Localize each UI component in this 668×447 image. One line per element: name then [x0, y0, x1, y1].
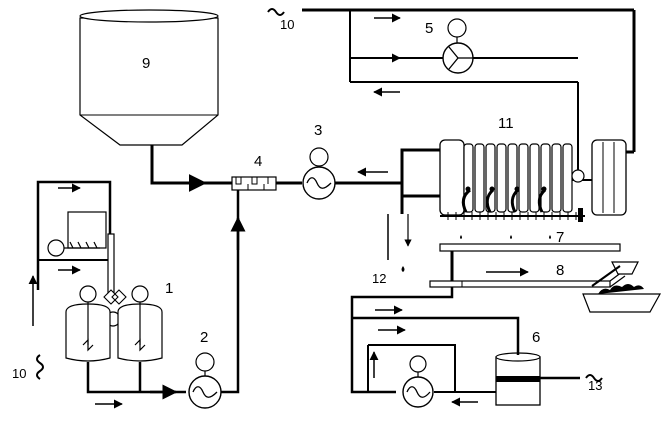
- pump-2: [188, 352, 222, 409]
- label-3: 3: [314, 122, 322, 139]
- label-2: 2: [200, 329, 208, 346]
- label-5: 5: [425, 20, 433, 37]
- water-source-symbol-top: [267, 8, 285, 16]
- drip-drops: [401, 235, 551, 272]
- water-source-symbol-left: [36, 354, 44, 380]
- water-source-symbol-right: [585, 374, 603, 382]
- hopper-9: [79, 9, 219, 146]
- pump-recirculation: [402, 355, 434, 408]
- label-4: 4: [254, 153, 262, 170]
- recirculation-circuit: [350, 287, 520, 407]
- pump-5: [442, 18, 474, 74]
- label-1: 1: [165, 280, 173, 297]
- label-10-top: 10: [280, 17, 294, 32]
- filter-press-11: [439, 139, 627, 222]
- pump-3: [302, 147, 336, 200]
- label-11: 11: [498, 115, 514, 132]
- filtrate-tray-7: [387, 214, 621, 260]
- tank-outlet-lines: [86, 362, 186, 409]
- label-7: 7: [556, 229, 564, 246]
- reaction-tanks-1: [65, 285, 163, 362]
- water-circuit: [302, 8, 636, 170]
- cake-bin: [582, 284, 662, 313]
- conveyor-8: [429, 251, 639, 288]
- static-mixer-4: [231, 176, 277, 191]
- tank-6: [495, 352, 541, 406]
- label-8: 8: [556, 262, 564, 279]
- label-13: 13: [588, 378, 602, 393]
- hopper-feed-line: [150, 145, 232, 185]
- label-10-left: 10: [12, 366, 26, 381]
- label-9: 9: [142, 55, 150, 72]
- label-6: 6: [532, 329, 540, 346]
- dosing-unit: [28, 180, 115, 326]
- label-12: 12: [372, 271, 386, 286]
